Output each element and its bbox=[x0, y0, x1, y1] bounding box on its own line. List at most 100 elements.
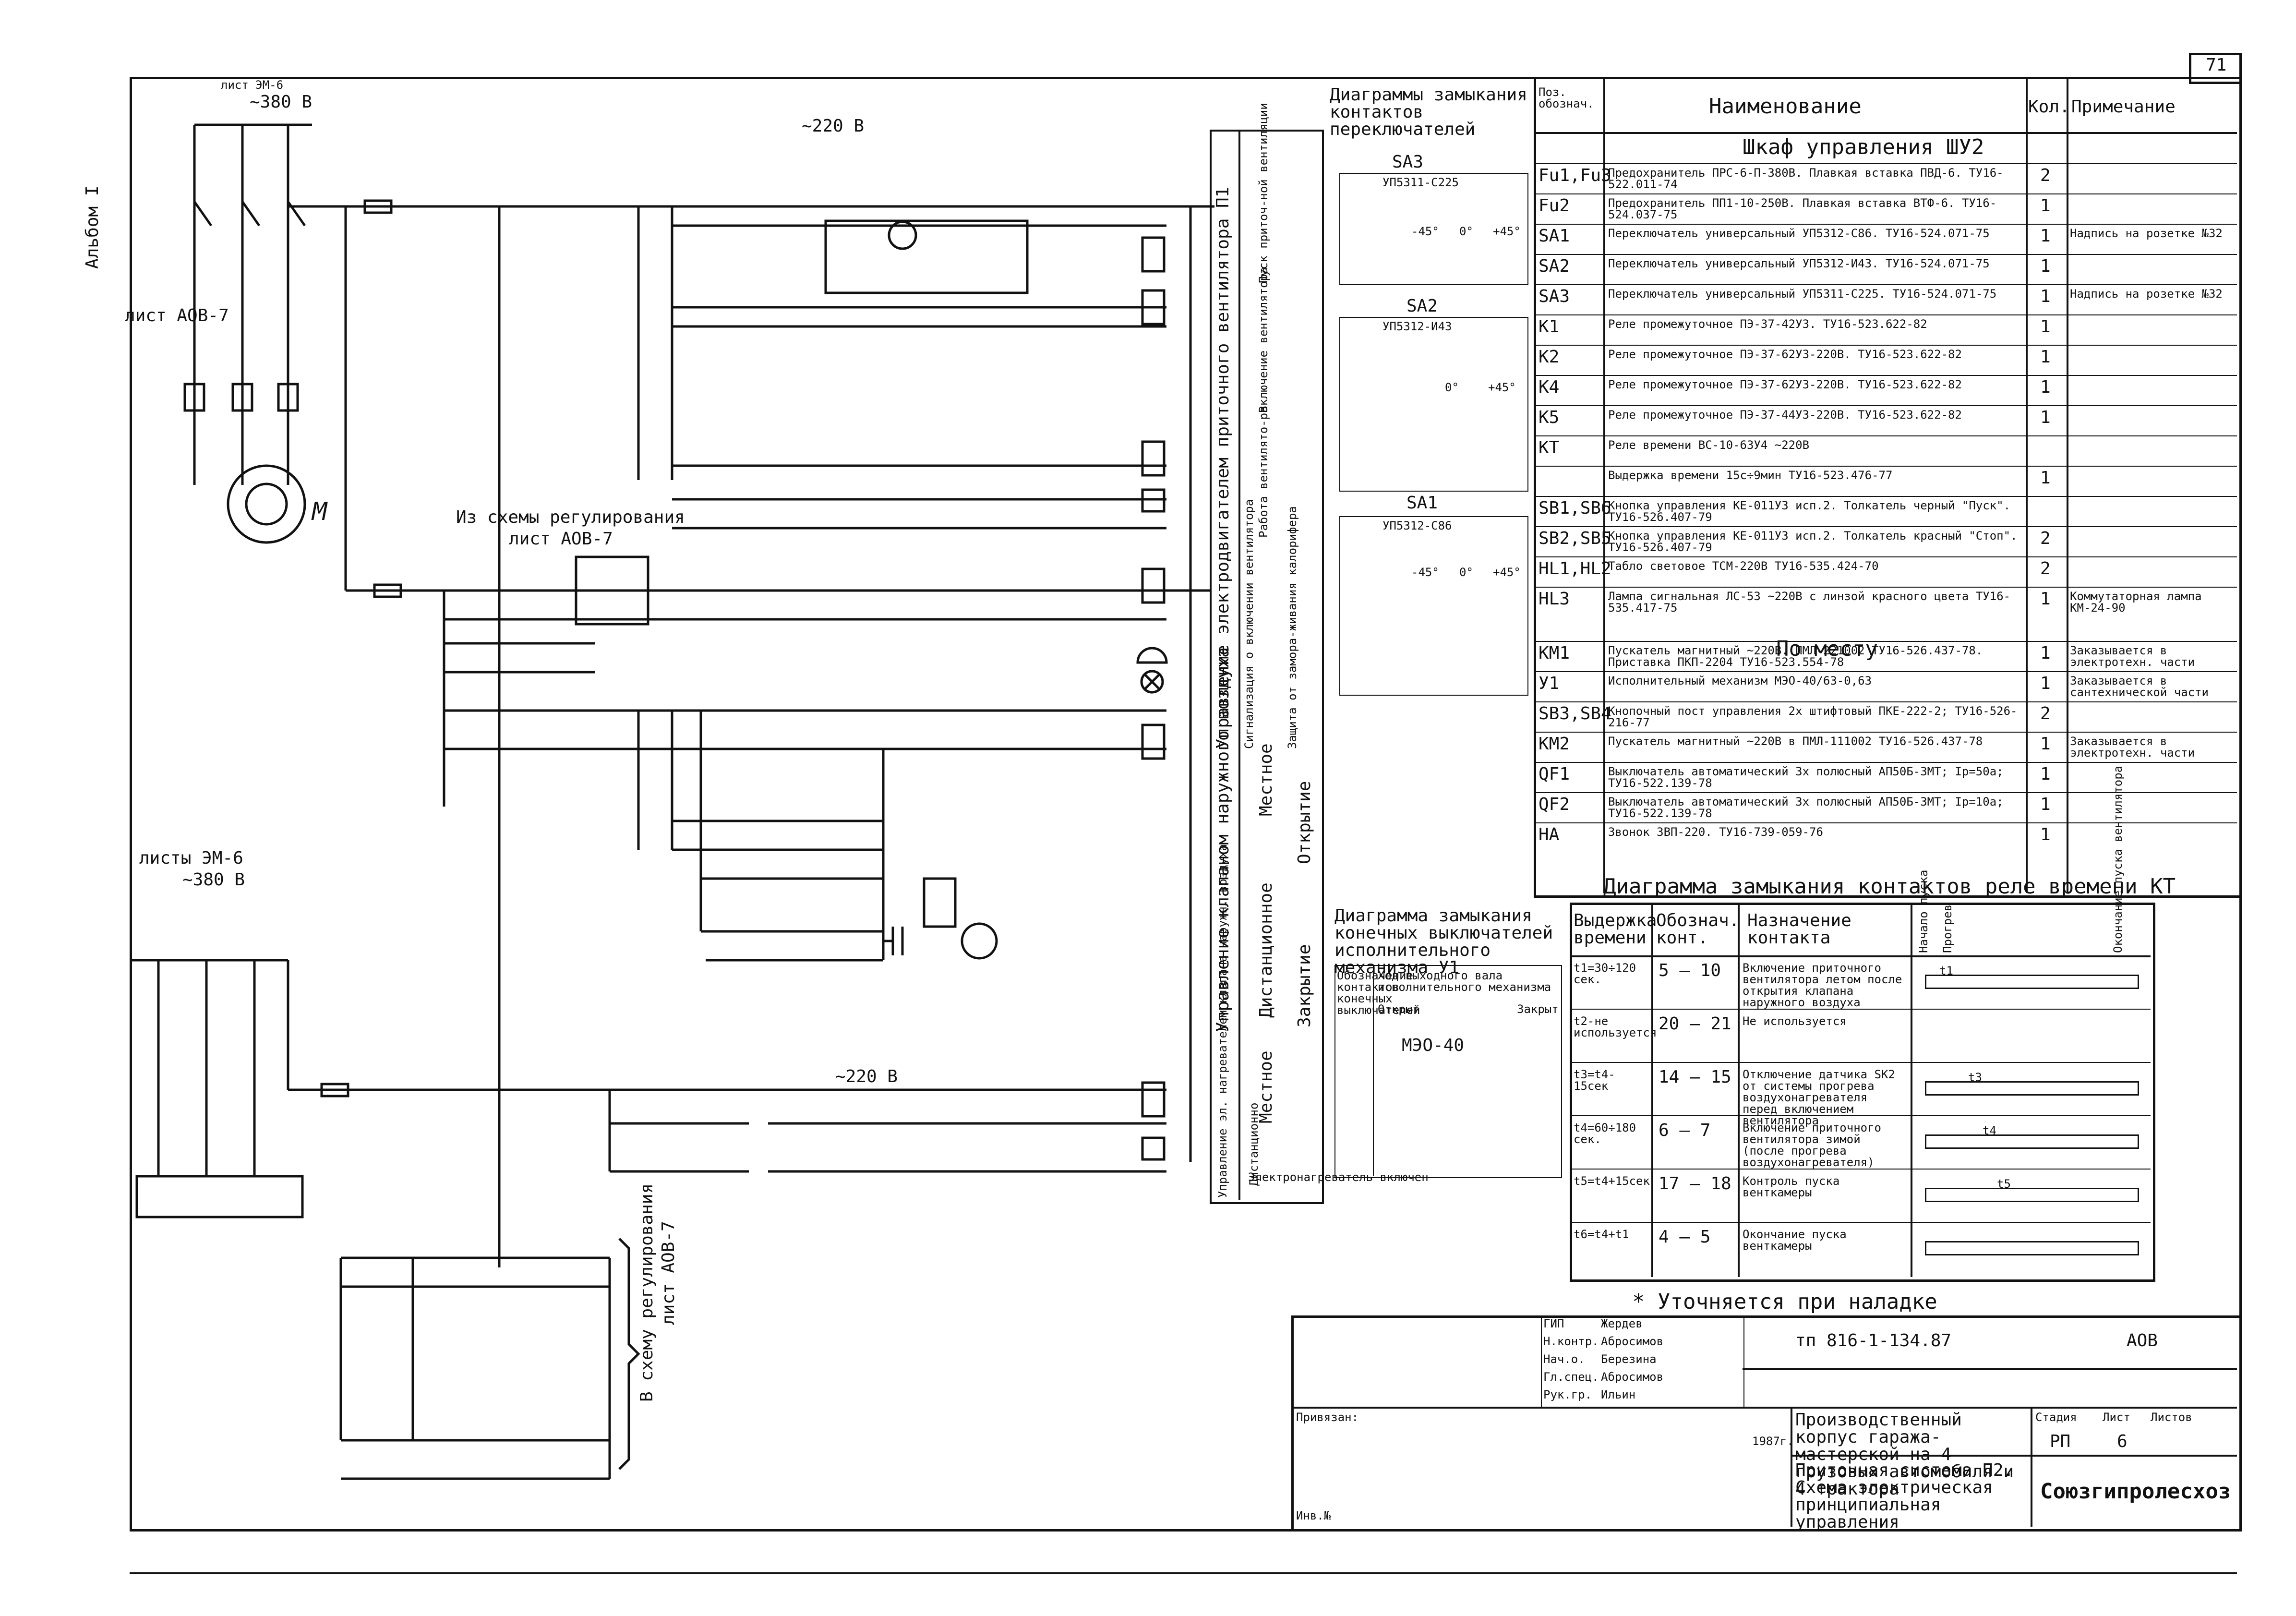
spec-row-pos: K5 bbox=[1539, 408, 1560, 427]
function-item-9: Закрытие bbox=[1295, 944, 1314, 1027]
switch-diagrams-title: Диаграммы замыкания контактов переключат… bbox=[1330, 85, 1527, 139]
timer-row-time: t5=t4+15сек bbox=[1574, 1174, 1650, 1188]
sa1-table bbox=[1339, 516, 1528, 696]
spec-row-rule bbox=[1534, 762, 2237, 763]
limit-col-designation: Обозначение контактов конечных выключате… bbox=[1337, 969, 1420, 1017]
spec-row-qty: 1 bbox=[2040, 734, 2051, 754]
spec-row-name: Реле промежуточное ПЭ-37-62У3-220В. ТУ16… bbox=[1608, 378, 1962, 391]
spec-row-qty: 1 bbox=[2040, 196, 2051, 216]
title-rule-3 bbox=[1791, 1455, 2237, 1457]
title-col-2 bbox=[2031, 1407, 2032, 1527]
timer-row-purpose: Включение приточного вентилятора зимой (… bbox=[1743, 1121, 1881, 1169]
timer-row-contact: 5 — 10 bbox=[1659, 961, 1721, 980]
title-role-name: Жердев bbox=[1601, 1317, 1643, 1330]
doc-code: тп 816-1-134.87 bbox=[1795, 1331, 1952, 1351]
spec-row-qty: 1 bbox=[2040, 256, 2051, 276]
sa3-pos-3: +45° bbox=[1493, 225, 1521, 238]
from-regulation-label: Из схемы регулирования bbox=[456, 507, 685, 527]
timer-row-time: t6=t4+t1 bbox=[1574, 1228, 1629, 1241]
function-item-5: Защита от замора-живания калорифера bbox=[1286, 506, 1299, 749]
timer-row-contact: 6 — 7 bbox=[1659, 1121, 1711, 1140]
spec-row-pos: SA2 bbox=[1539, 256, 1570, 276]
timer-row-rule bbox=[1570, 1062, 2151, 1063]
spec-row-name: Выключатель автоматический 3х полюсный А… bbox=[1608, 795, 2004, 820]
spec-row-name: Предохранитель ПП1-10-250В. Плавкая вста… bbox=[1608, 196, 1997, 221]
sa2-pos-1: 0° bbox=[1445, 381, 1459, 394]
spec-row-pos: SB2,SB5 bbox=[1539, 529, 1611, 548]
function-item-1: Пуск приточ-ной вентиляции bbox=[1257, 103, 1270, 283]
title-role-name: Абросимов bbox=[1601, 1370, 1664, 1384]
inv-label: Инв.№ bbox=[1296, 1509, 1331, 1522]
spec-header-pos: Поз. обознач. bbox=[1539, 85, 1594, 110]
function-column-divider bbox=[1238, 130, 1240, 1200]
spec-row-rule bbox=[1534, 224, 2237, 225]
spec-row-name: Пускатель магнитный ~220В. ПМЛ-221002 ТУ… bbox=[1608, 644, 1983, 669]
spec-row-rule bbox=[1534, 435, 2237, 436]
title-role-name: Ильин bbox=[1601, 1388, 1636, 1401]
limit-mechanism: МЭО-40 bbox=[1402, 1036, 1465, 1055]
timer-row-rule bbox=[1570, 1169, 2151, 1170]
sa1-pos-3: +45° bbox=[1493, 566, 1521, 579]
note-adjust: * Уточняется при наладке bbox=[1632, 1290, 1937, 1314]
spec-row-pos: SB3,SB4 bbox=[1539, 704, 1611, 724]
function-item-6: Местное bbox=[1256, 743, 1276, 816]
spec-header-name: Наименование bbox=[1709, 94, 1862, 119]
timer-bar bbox=[1925, 975, 2139, 989]
spec-row-rule bbox=[1534, 163, 2237, 164]
spec-row-name: Выдержка времени 15с÷9мин ТУ16-523.476-7… bbox=[1608, 469, 1893, 482]
timer-header-contact: Обознач. конт. bbox=[1656, 911, 1740, 948]
spec-row-qty: 2 bbox=[2040, 704, 2051, 724]
spec-row-rule bbox=[1534, 792, 2237, 793]
supply-220-label-bottom: ~220 В bbox=[835, 1067, 898, 1086]
stage-label: Стадия bbox=[2035, 1411, 2077, 1424]
spec-row-name: Кнопка управления КЕ-011У3 исп.2. Толкат… bbox=[1608, 499, 2011, 524]
spec-row-name: Реле промежуточное ПЭ-37-42У3. ТУ16-523.… bbox=[1608, 317, 1927, 331]
spec-row-pos: SA1 bbox=[1539, 226, 1570, 246]
limit-col-travel: Ход выходного вала исполнительного механ… bbox=[1378, 969, 1551, 994]
stage-value: РП bbox=[2050, 1432, 2071, 1451]
spec-row-pos: KM1 bbox=[1539, 643, 1570, 663]
spec-row-pos: QF1 bbox=[1539, 764, 1570, 784]
spec-row-qty: 1 bbox=[2040, 226, 2051, 246]
spec-row-name: Пускатель магнитный ~220В в ПМЛ-111002 Т… bbox=[1608, 735, 1983, 748]
spec-row-note: Надпись на розетке №32 bbox=[2070, 227, 2223, 240]
spec-row-rule bbox=[1534, 466, 2237, 467]
timer-col-1 bbox=[1651, 903, 1653, 1277]
function-item-3: Работа вентилято-ра bbox=[1257, 406, 1270, 538]
sa2-table bbox=[1339, 317, 1528, 492]
spec-row-rule bbox=[1534, 822, 2237, 823]
spec-row-rule bbox=[1534, 587, 2237, 588]
sa1-pos-2: 0° bbox=[1459, 566, 1473, 579]
spec-row-qty: 1 bbox=[2040, 589, 2051, 609]
bottom-rule bbox=[130, 1572, 2237, 1574]
sa2-pos-2: +45° bbox=[1488, 381, 1516, 394]
function-item-4: Сигнализация о включении вентилятора bbox=[1242, 499, 1256, 749]
spec-row-qty: 1 bbox=[2040, 764, 2051, 784]
timer-row-purpose: Контроль пуска венткамеры bbox=[1743, 1174, 1840, 1199]
title-role-role: Н.контр. bbox=[1543, 1335, 1599, 1348]
spec-row-rule bbox=[1534, 496, 2237, 497]
spec-row-pos: K1 bbox=[1539, 317, 1560, 337]
page-number: 71 bbox=[2206, 55, 2227, 75]
spec-row-pos: K4 bbox=[1539, 377, 1560, 397]
function-column bbox=[1210, 130, 1324, 1204]
spec-row-pos: K2 bbox=[1539, 347, 1560, 367]
spec-row-name: Переключатель универсальный УП5312-И43. … bbox=[1608, 257, 1990, 270]
spec-row-pos: Fu1,Fu3 bbox=[1539, 166, 1611, 185]
spec-row-note: Заказывается в сантехнической части bbox=[2070, 674, 2209, 699]
spec-row-rule bbox=[1534, 193, 2237, 194]
spec-row-qty: 1 bbox=[2040, 674, 2051, 693]
timer-row-time: t2-не используется bbox=[1574, 1014, 1657, 1039]
sa2-name: SA2 bbox=[1406, 296, 1438, 316]
spec-row-qty: 1 bbox=[2040, 795, 2051, 814]
doc-section: АОВ bbox=[2127, 1331, 2158, 1351]
spec-row-rule bbox=[1534, 405, 2237, 406]
spec-row-note: Коммутаторная лампа КМ-24-90 bbox=[2070, 590, 2202, 615]
spec-row-pos: HA bbox=[1539, 825, 1560, 844]
spec-row-qty: 1 bbox=[2040, 287, 2051, 306]
timer-row-contact: 14 — 15 bbox=[1659, 1067, 1731, 1087]
timer-phase-2: Прогрев bbox=[1941, 904, 1954, 953]
timer-row-purpose: Включение приточного вентилятора летом п… bbox=[1743, 961, 1902, 1009]
spec-header-rule bbox=[1534, 132, 2237, 134]
